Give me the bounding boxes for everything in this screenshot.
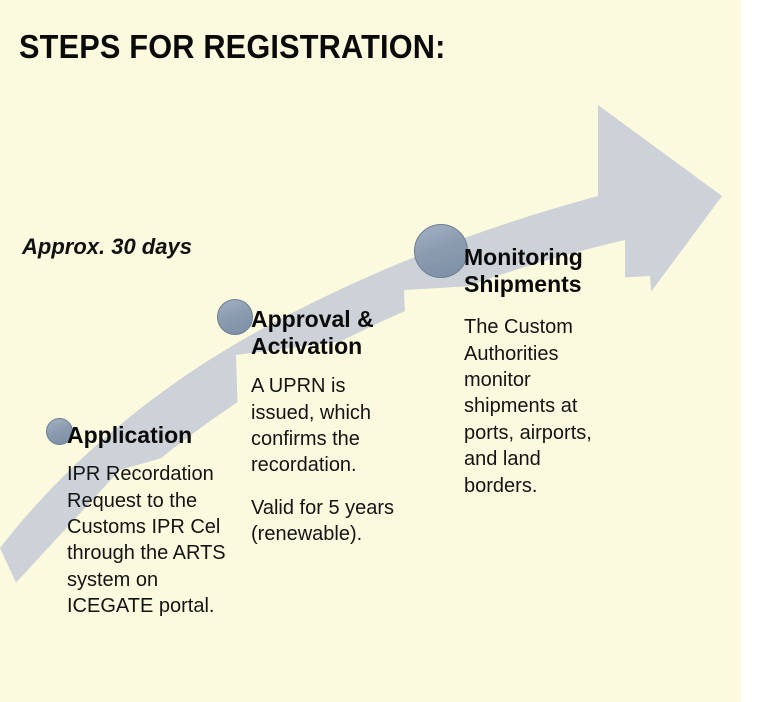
- step-1-paragraph-1: IPR Recordation Request to the Customs I…: [67, 463, 226, 618]
- page-title: STEPS FOR REGISTRATION:: [19, 28, 446, 65]
- step-2-paragraph-2: Valid for 5 years (renewable).: [251, 496, 395, 546]
- step-block-application: Application IPR Recordation Request to t…: [67, 422, 235, 619]
- step-3-paragraph-1: The Custom Authorities monitor shipments…: [464, 316, 592, 497]
- step-marker-2: [217, 299, 253, 335]
- step-1-heading: Application: [67, 422, 193, 448]
- step-marker-1: [46, 418, 73, 445]
- step-2-paragraph-1: A UPRN is issued, which confirms the rec…: [251, 375, 372, 477]
- duration-annotation: Approx. 30 days: [22, 234, 192, 259]
- step-3-heading: Monitoring Shipments: [464, 244, 583, 298]
- step-marker-3: [414, 224, 468, 278]
- step-block-monitoring-shipments: Monitoring Shipments The Custom Authorit…: [464, 244, 616, 499]
- step-block-approval-activation: Approval & Activation A UPRN is issued, …: [251, 306, 401, 548]
- step-2-heading: Approval & Activation: [251, 306, 374, 360]
